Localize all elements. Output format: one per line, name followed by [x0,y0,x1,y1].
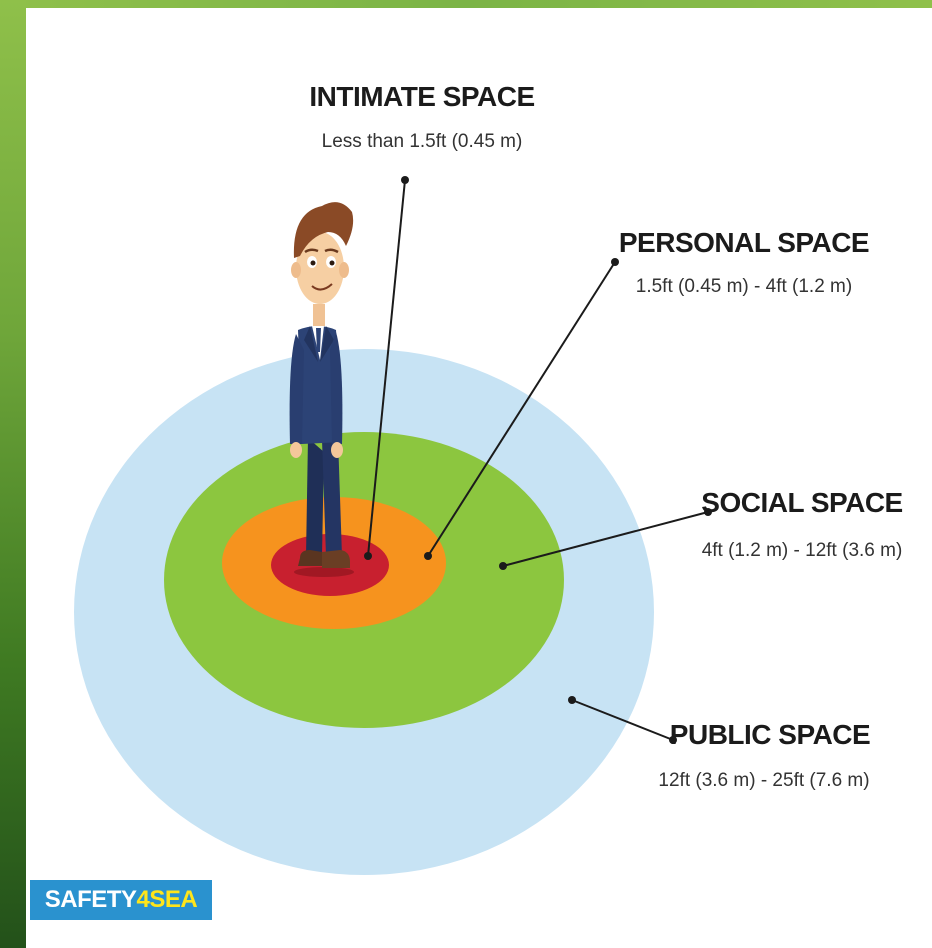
social-space-range: 4ft (1.2 m) - 12ft (3.6 m) [702,540,903,561]
personal-leader-line [427,261,616,557]
frame-top-border [0,0,932,8]
intimate-space-title: INTIMATE SPACE [309,81,534,112]
personal-space-title: PERSONAL SPACE [619,227,869,258]
personal-space-range: 1.5ft (0.45 m) - 4ft (1.2 m) [636,276,852,297]
public-leader-line [571,699,674,741]
social-space-title: SOCIAL SPACE [701,487,902,518]
public-space-range: 12ft (3.6 m) - 25ft (7.6 m) [658,770,869,791]
public-space-title: PUBLIC SPACE [670,719,870,750]
frame-left-border [0,0,26,948]
intimate-space-range: Less than 1.5ft (0.45 m) [322,131,523,152]
social-leader-line [502,511,709,567]
leader-lines [367,179,709,741]
logo-accent-text: 4SEA [136,886,198,913]
logo-main-text: SAFETY [44,886,137,913]
intimate-leader-line [367,179,406,557]
leader-dots [364,176,712,744]
person-figure [289,202,354,577]
